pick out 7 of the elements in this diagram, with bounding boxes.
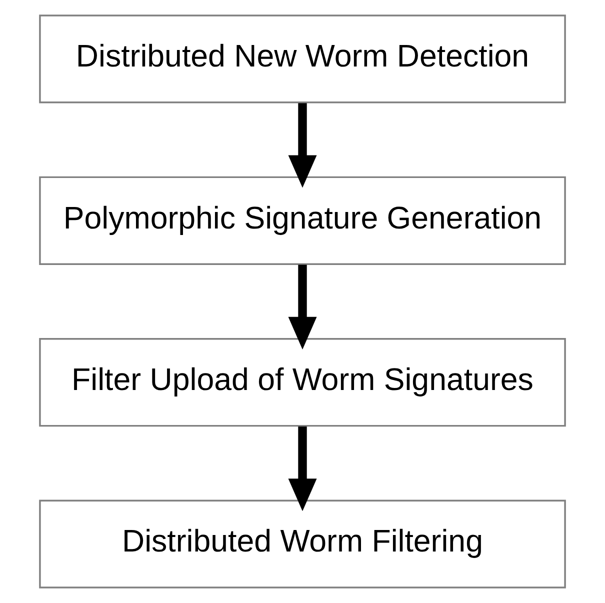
arrow (288, 264, 317, 350)
arrow (288, 426, 317, 512)
node-box: Polymorphic Signature Generation (39, 176, 566, 265)
arrow (288, 103, 317, 188)
node-box: Distributed Worm Filtering (39, 500, 566, 588)
node-box: Distributed New Worm Detection (39, 14, 566, 104)
node-box: Filter Upload of Worm Signatures (39, 338, 566, 427)
